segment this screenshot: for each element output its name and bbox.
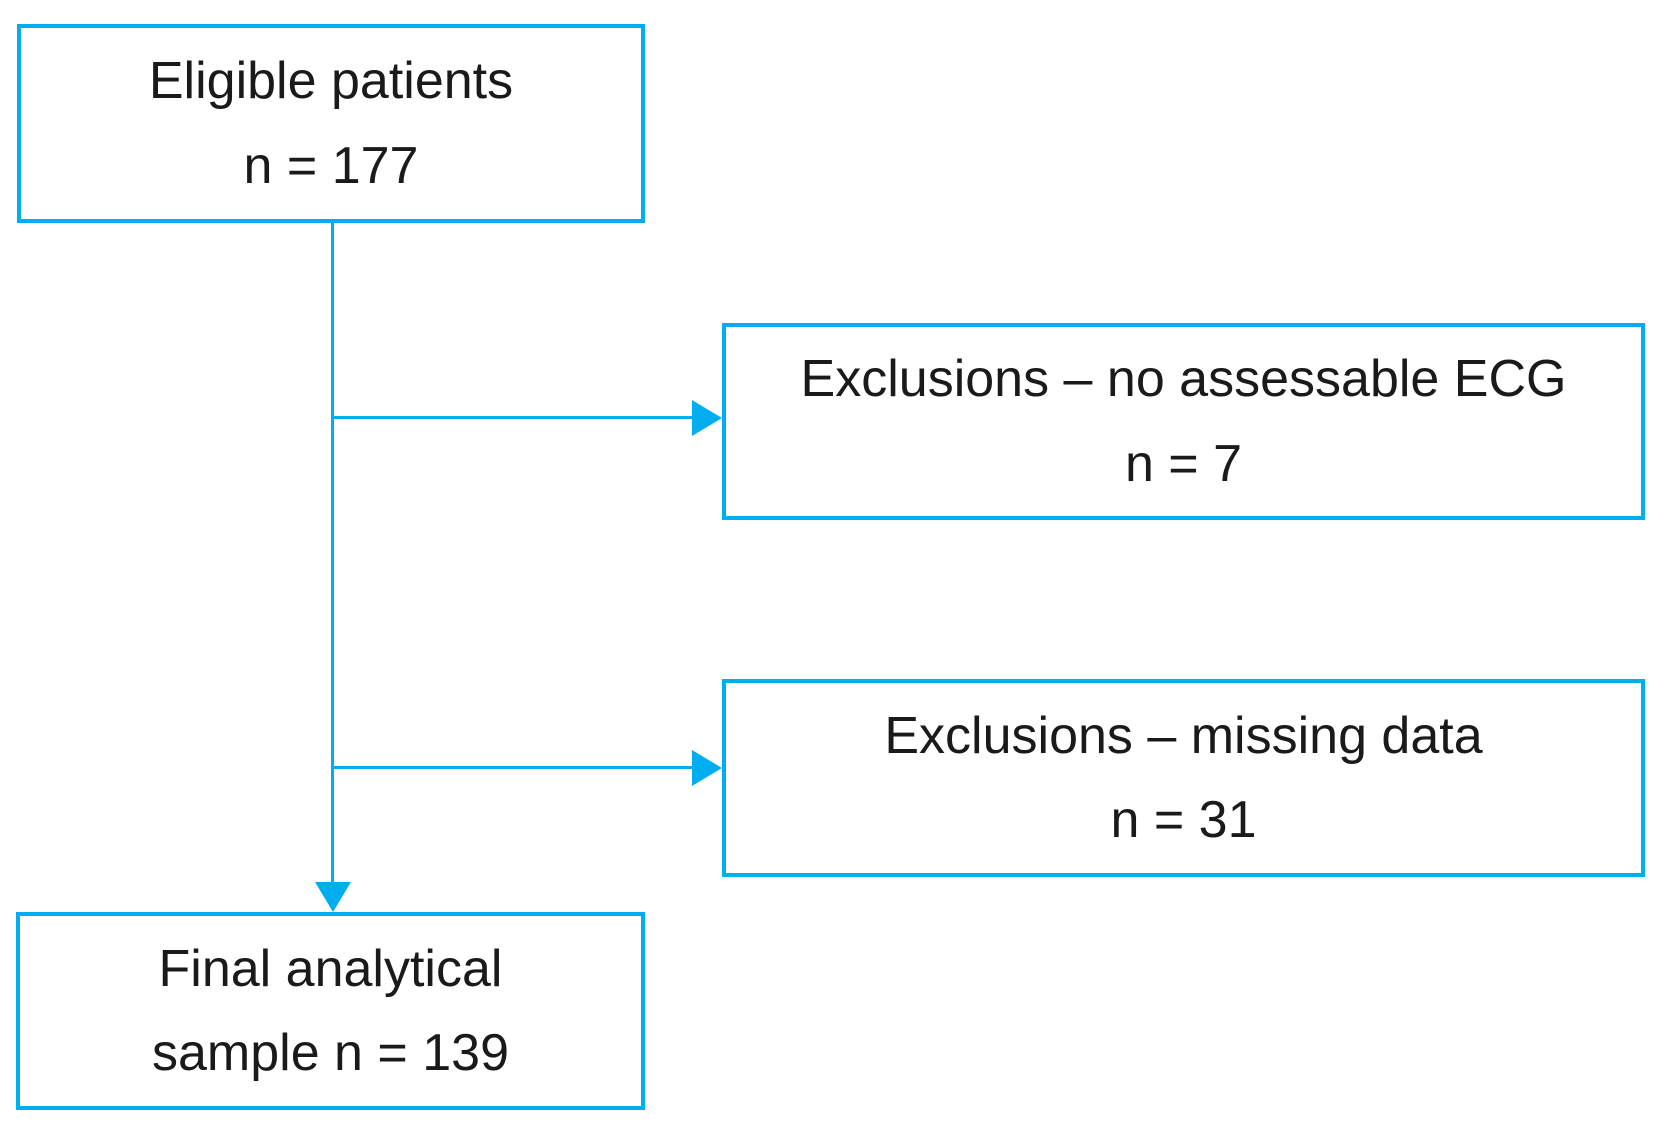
node-count-line: sample n = 139: [151, 1024, 510, 1082]
node-count-line: n = 31: [1110, 791, 1257, 849]
arrowhead-right-icon: [692, 750, 722, 786]
flow-node-final-analytical-sample: Final analytical sample n = 139: [16, 912, 645, 1110]
connector-branch-to-no-ecg: [333, 416, 693, 419]
node-label-line: Final analytical: [158, 939, 503, 998]
node-count-line: n = 177: [243, 136, 419, 195]
flow-node-exclusions-no-assessable-ecg: Exclusions – no assessable ECG n = 7: [722, 323, 1645, 520]
node-label-line: Eligible patients: [148, 52, 514, 111]
node-label-line: Exclusions – missing data: [884, 706, 1483, 765]
connector-vertical-line: [331, 223, 334, 882]
node-label-line: Exclusions – no assessable ECG: [800, 350, 1567, 409]
flow-node-eligible-patients: Eligible patients n = 177: [17, 24, 645, 223]
arrowhead-down-icon: [315, 882, 351, 912]
flow-node-exclusions-missing-data: Exclusions – missing data n = 31: [722, 679, 1645, 877]
node-count-line: n = 7: [1124, 434, 1243, 493]
connector-branch-to-missing-data: [333, 766, 693, 769]
arrowhead-right-icon: [692, 400, 722, 436]
